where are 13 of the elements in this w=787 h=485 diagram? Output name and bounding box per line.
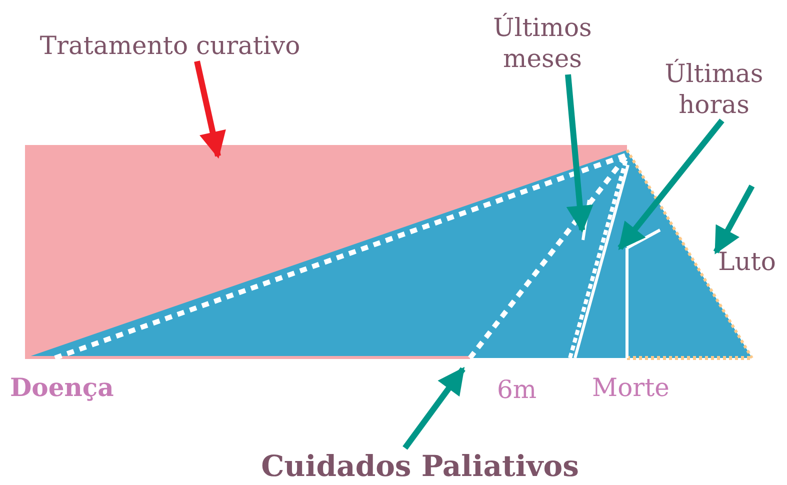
annotation-label: Últimos meses: [492, 12, 593, 74]
pointer-arrow: [618, 118, 724, 250]
title-text: Cuidados Paliativos: [260, 448, 580, 484]
pointer-arrow: [194, 60, 226, 159]
axis-label: Morte: [592, 373, 670, 402]
pointer-arrow: [713, 184, 755, 254]
pointer-arrow: [402, 366, 466, 450]
pointer-arrow: [565, 74, 594, 233]
axis-label: 6m: [497, 375, 537, 404]
annotation-label: Luto: [717, 246, 777, 278]
axis-label: Doença: [10, 373, 114, 402]
annotation-label: Tratamento curativo: [38, 30, 302, 62]
annotation-label: Últimas horas: [664, 58, 764, 120]
